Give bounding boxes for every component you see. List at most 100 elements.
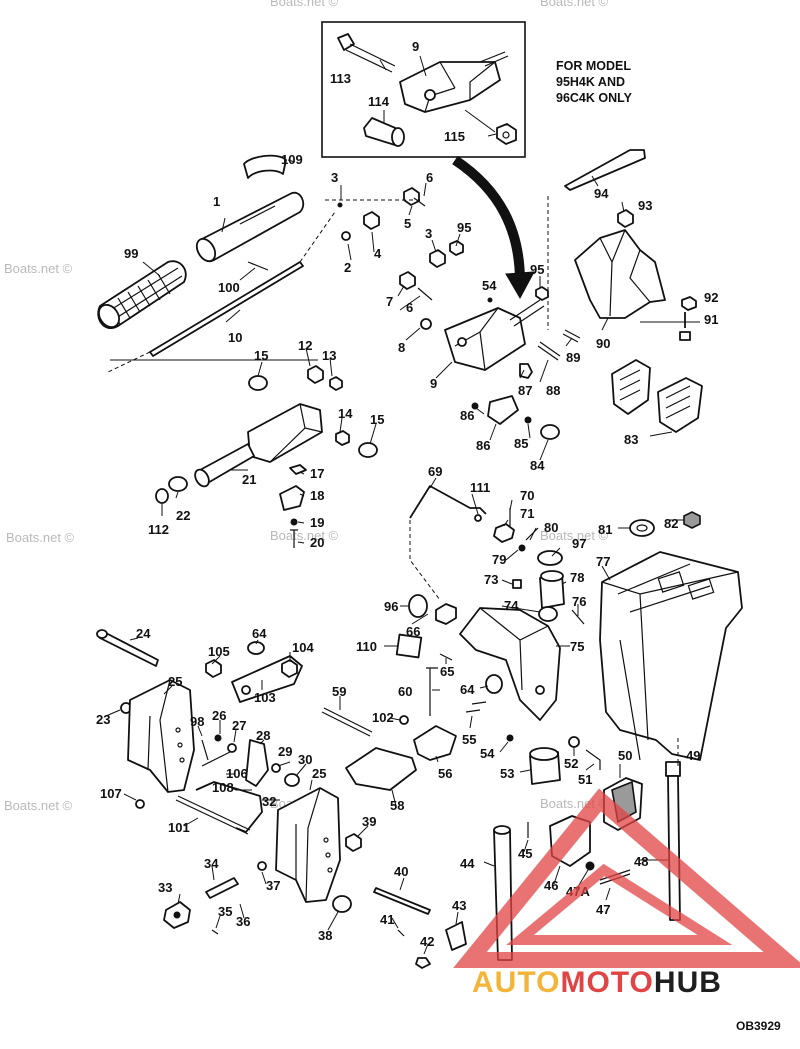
logo-triangle-inner <box>506 863 733 945</box>
washer-52 <box>568 736 580 748</box>
upper-right-group <box>547 149 703 433</box>
ball-54b <box>506 734 514 742</box>
link-69 <box>409 485 487 519</box>
nut-5 <box>403 187 420 206</box>
callout-104: 104 <box>292 640 314 655</box>
washer-15b <box>358 442 378 458</box>
pin-65 <box>439 653 453 661</box>
callout-4: 4 <box>374 246 382 261</box>
pin-89 <box>562 329 581 343</box>
rod-60 <box>426 667 438 716</box>
callout-93: 93 <box>638 198 652 213</box>
callout-9-inset: 9 <box>412 39 419 54</box>
callout-114: 114 <box>368 94 390 109</box>
housing-77-port-a <box>657 571 685 593</box>
watermark-2: Boats.net © <box>6 530 75 545</box>
callout-74: 74 <box>504 598 519 613</box>
callout-36: 36 <box>236 914 250 929</box>
oring-22 <box>168 476 188 492</box>
callout-112: 112 <box>148 522 169 537</box>
shaft-21-end <box>194 468 210 488</box>
pin-100 <box>247 261 269 271</box>
cover-83-a-ribs <box>619 369 641 401</box>
callout-48: 48 <box>634 854 648 869</box>
throttle-bracket-group <box>399 240 561 440</box>
callout-50: 50 <box>618 748 632 763</box>
screw-6 <box>413 197 426 207</box>
nut-105 <box>205 659 222 678</box>
nut-93 <box>617 209 634 228</box>
callout-12: 12 <box>298 338 312 353</box>
callout-25: 25 <box>168 674 182 689</box>
rod-40 <box>373 887 431 915</box>
housing-77-detail <box>617 563 711 761</box>
cover-83-a <box>611 359 651 415</box>
grip-99-end <box>98 303 120 329</box>
ball-3 <box>337 202 343 208</box>
rod-59 <box>321 707 373 737</box>
ball-85 <box>524 416 532 424</box>
screw-34 <box>205 877 239 899</box>
callout-47: 47 <box>596 902 610 917</box>
callout-33: 33 <box>158 880 172 895</box>
callout-109: 109 <box>281 152 303 167</box>
callout-92: 92 <box>704 290 718 305</box>
callout-73: 73 <box>484 572 498 587</box>
callout-42: 42 <box>420 934 434 949</box>
part-73 <box>512 579 522 589</box>
inset-note: FOR MODEL 95H4K AND 96C4K ONLY <box>556 59 633 105</box>
nut-4b <box>429 249 446 268</box>
callout-69: 69 <box>428 464 442 479</box>
throttle-housing-group <box>155 365 378 548</box>
callout-15: 15 <box>254 348 268 363</box>
frame-58 <box>345 747 417 791</box>
callout-60: 60 <box>398 684 412 699</box>
washer-15 <box>248 375 268 391</box>
bracket-9-inset-hole <box>424 89 436 101</box>
callout-94: 94 <box>594 186 609 201</box>
washer-92 <box>681 296 697 311</box>
callout-64: 64 <box>252 626 267 641</box>
cover-83-b-ribs <box>665 385 691 419</box>
watermark-4: Boats.net © <box>270 528 339 543</box>
ball-86 <box>471 402 479 410</box>
part-17 <box>289 464 307 475</box>
inset-shaft <box>479 51 509 67</box>
callout-3: 3 <box>331 170 338 185</box>
clip-42 <box>415 957 431 969</box>
pin-88 <box>537 341 561 361</box>
callout-3b: 3 <box>425 226 432 241</box>
callout-27: 27 <box>232 718 246 733</box>
screw-80 <box>525 527 539 541</box>
callout-97: 97 <box>572 536 586 551</box>
rod-10 <box>149 261 304 357</box>
bushing-78-top <box>540 570 564 582</box>
callout-15b: 15 <box>370 412 384 427</box>
watermark-5: Boats.net © <box>540 528 609 543</box>
callout-20: 20 <box>310 535 324 550</box>
callout-24: 24 <box>136 626 151 641</box>
washer-2 <box>341 231 351 241</box>
callout-83: 83 <box>624 432 638 447</box>
callout-81: 81 <box>598 522 612 537</box>
inset-arrow-head <box>505 271 535 300</box>
callout-87: 87 <box>518 383 532 398</box>
callout-17: 17 <box>310 466 324 481</box>
nut-95 <box>449 240 464 256</box>
steering-arm-75 <box>459 607 561 721</box>
nut-115 <box>496 123 517 145</box>
pin-35 <box>211 929 219 935</box>
screw-13 <box>329 376 343 391</box>
washer-27 <box>227 743 237 753</box>
part-108 <box>227 785 237 791</box>
shaft-44 <box>493 829 513 961</box>
bolt-113-shank <box>345 43 396 73</box>
callout-85: 85 <box>514 436 528 451</box>
callout-101: 101 <box>168 820 190 835</box>
nut-107 <box>135 799 145 809</box>
shaft-44-top <box>493 825 511 835</box>
housing-77-group <box>599 551 743 761</box>
spacer-114-end <box>391 127 405 147</box>
inset-note-line-3: 96C4K ONLY <box>556 91 633 105</box>
callout-79: 79 <box>492 552 506 567</box>
